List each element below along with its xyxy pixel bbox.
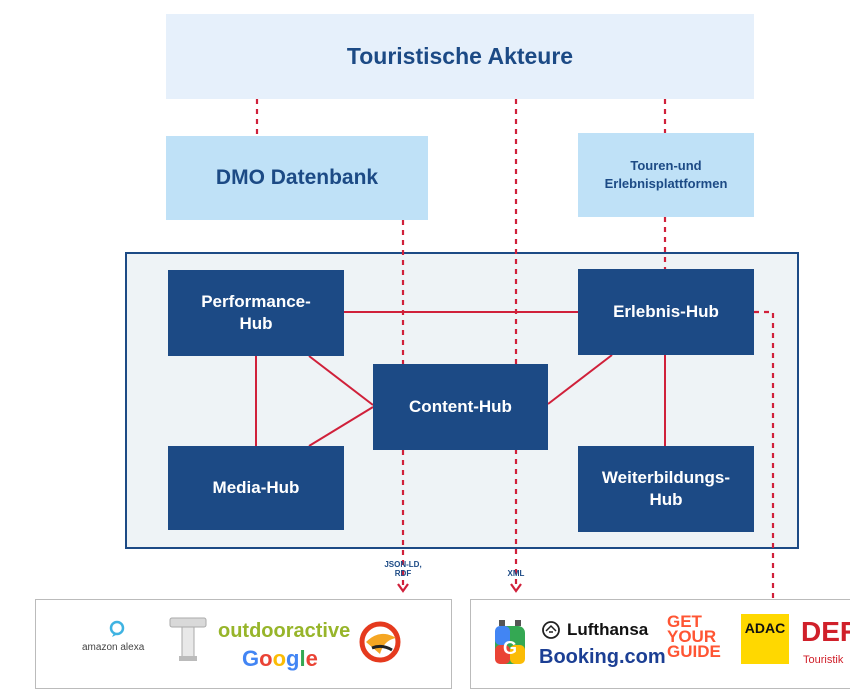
svg-text:G: G <box>503 638 517 658</box>
line-performance-content <box>308 355 374 406</box>
outdooractive-logo: outdooractive <box>218 620 351 642</box>
performance-hub: Performance- Hub <box>168 270 344 356</box>
google-logo: Google <box>242 646 318 672</box>
alexa-icon <box>106 618 128 640</box>
touristische-akteure-box: Touristische Akteure <box>166 14 754 99</box>
weiterbildungs-hub-line1: Weiterbildungs- <box>601 468 731 487</box>
touren-label-line1: Touren-und <box>630 158 702 173</box>
adac-logo: ADAC <box>741 614 789 664</box>
gyg-line1: GET <box>667 612 702 631</box>
jsonld-label-line1: JSON-LD, <box>384 560 422 569</box>
gyg-line2: YOUR <box>667 627 717 646</box>
amazon-alexa-logo: amazon alexa <box>82 642 145 653</box>
google-letter-6: e <box>305 646 318 671</box>
google-letter-3: o <box>272 646 287 671</box>
weiterbildungs-hub-line2: Hub <box>649 490 683 509</box>
jsonld-label-line2: RDF <box>394 569 412 578</box>
performance-hub-line2: Hub <box>239 314 273 333</box>
lufthansa-logo: Lufthansa <box>567 620 649 639</box>
google-letter-5: l <box>299 646 306 671</box>
erlebnis-hub: Erlebnis-Hub <box>578 269 754 355</box>
logo-strip-left: amazon alexa outdooractive Google <box>35 599 452 689</box>
dmo-datenbank-label: DMO Datenbank <box>215 166 379 189</box>
google-letter-2: o <box>259 646 273 671</box>
getyourguide-logo: GET YOUR GUIDE <box>667 612 721 661</box>
touristische-akteure-label: Touristische Akteure <box>346 43 574 69</box>
eagle-emblem-icon <box>358 620 402 669</box>
touren-label-line2: Erlebnisplattformen <box>604 176 728 191</box>
content-hub: Content-Hub <box>373 364 548 450</box>
der-touristik-label: Touristik <box>803 654 844 666</box>
line-media-content <box>308 406 374 447</box>
smart-display-icon <box>168 616 208 669</box>
media-hub-label: Media-Hub <box>212 478 300 497</box>
line-content-erlebnis <box>547 354 613 405</box>
erlebnis-hub-label: Erlebnis-Hub <box>613 302 719 321</box>
google-letter-4: g <box>286 646 300 671</box>
media-hub: Media-Hub <box>168 446 344 530</box>
der-logo: DER <box>801 616 850 647</box>
jsonld-rdf-label: JSON-LD, RDF <box>378 560 428 578</box>
dmo-datenbank-box: DMO Datenbank <box>166 136 428 220</box>
touren-erlebnisplattformen-box: Touren-und Erlebnisplattformen <box>578 133 754 217</box>
google-maps-icon: G <box>493 618 529 673</box>
logo-strip-right: G Lufthansa Booking.com GET YOUR GUIDE A… <box>470 599 850 689</box>
content-hub-label: Content-Hub <box>409 397 512 416</box>
performance-hub-line1: Performance- <box>201 292 311 311</box>
dashed-erlebnis-partners <box>754 310 775 599</box>
google-letter-1: G <box>242 646 260 671</box>
arrowhead-jsonld <box>397 583 409 593</box>
xml-label: XML <box>507 569 525 578</box>
arrowhead-xml <box>510 583 522 593</box>
gyg-line3: GUIDE <box>667 642 721 661</box>
weiterbildungs-hub: Weiterbildungs- Hub <box>578 446 754 532</box>
lufthansa-crane-icon <box>541 620 561 645</box>
booking-logo: Booking.com <box>539 646 666 668</box>
